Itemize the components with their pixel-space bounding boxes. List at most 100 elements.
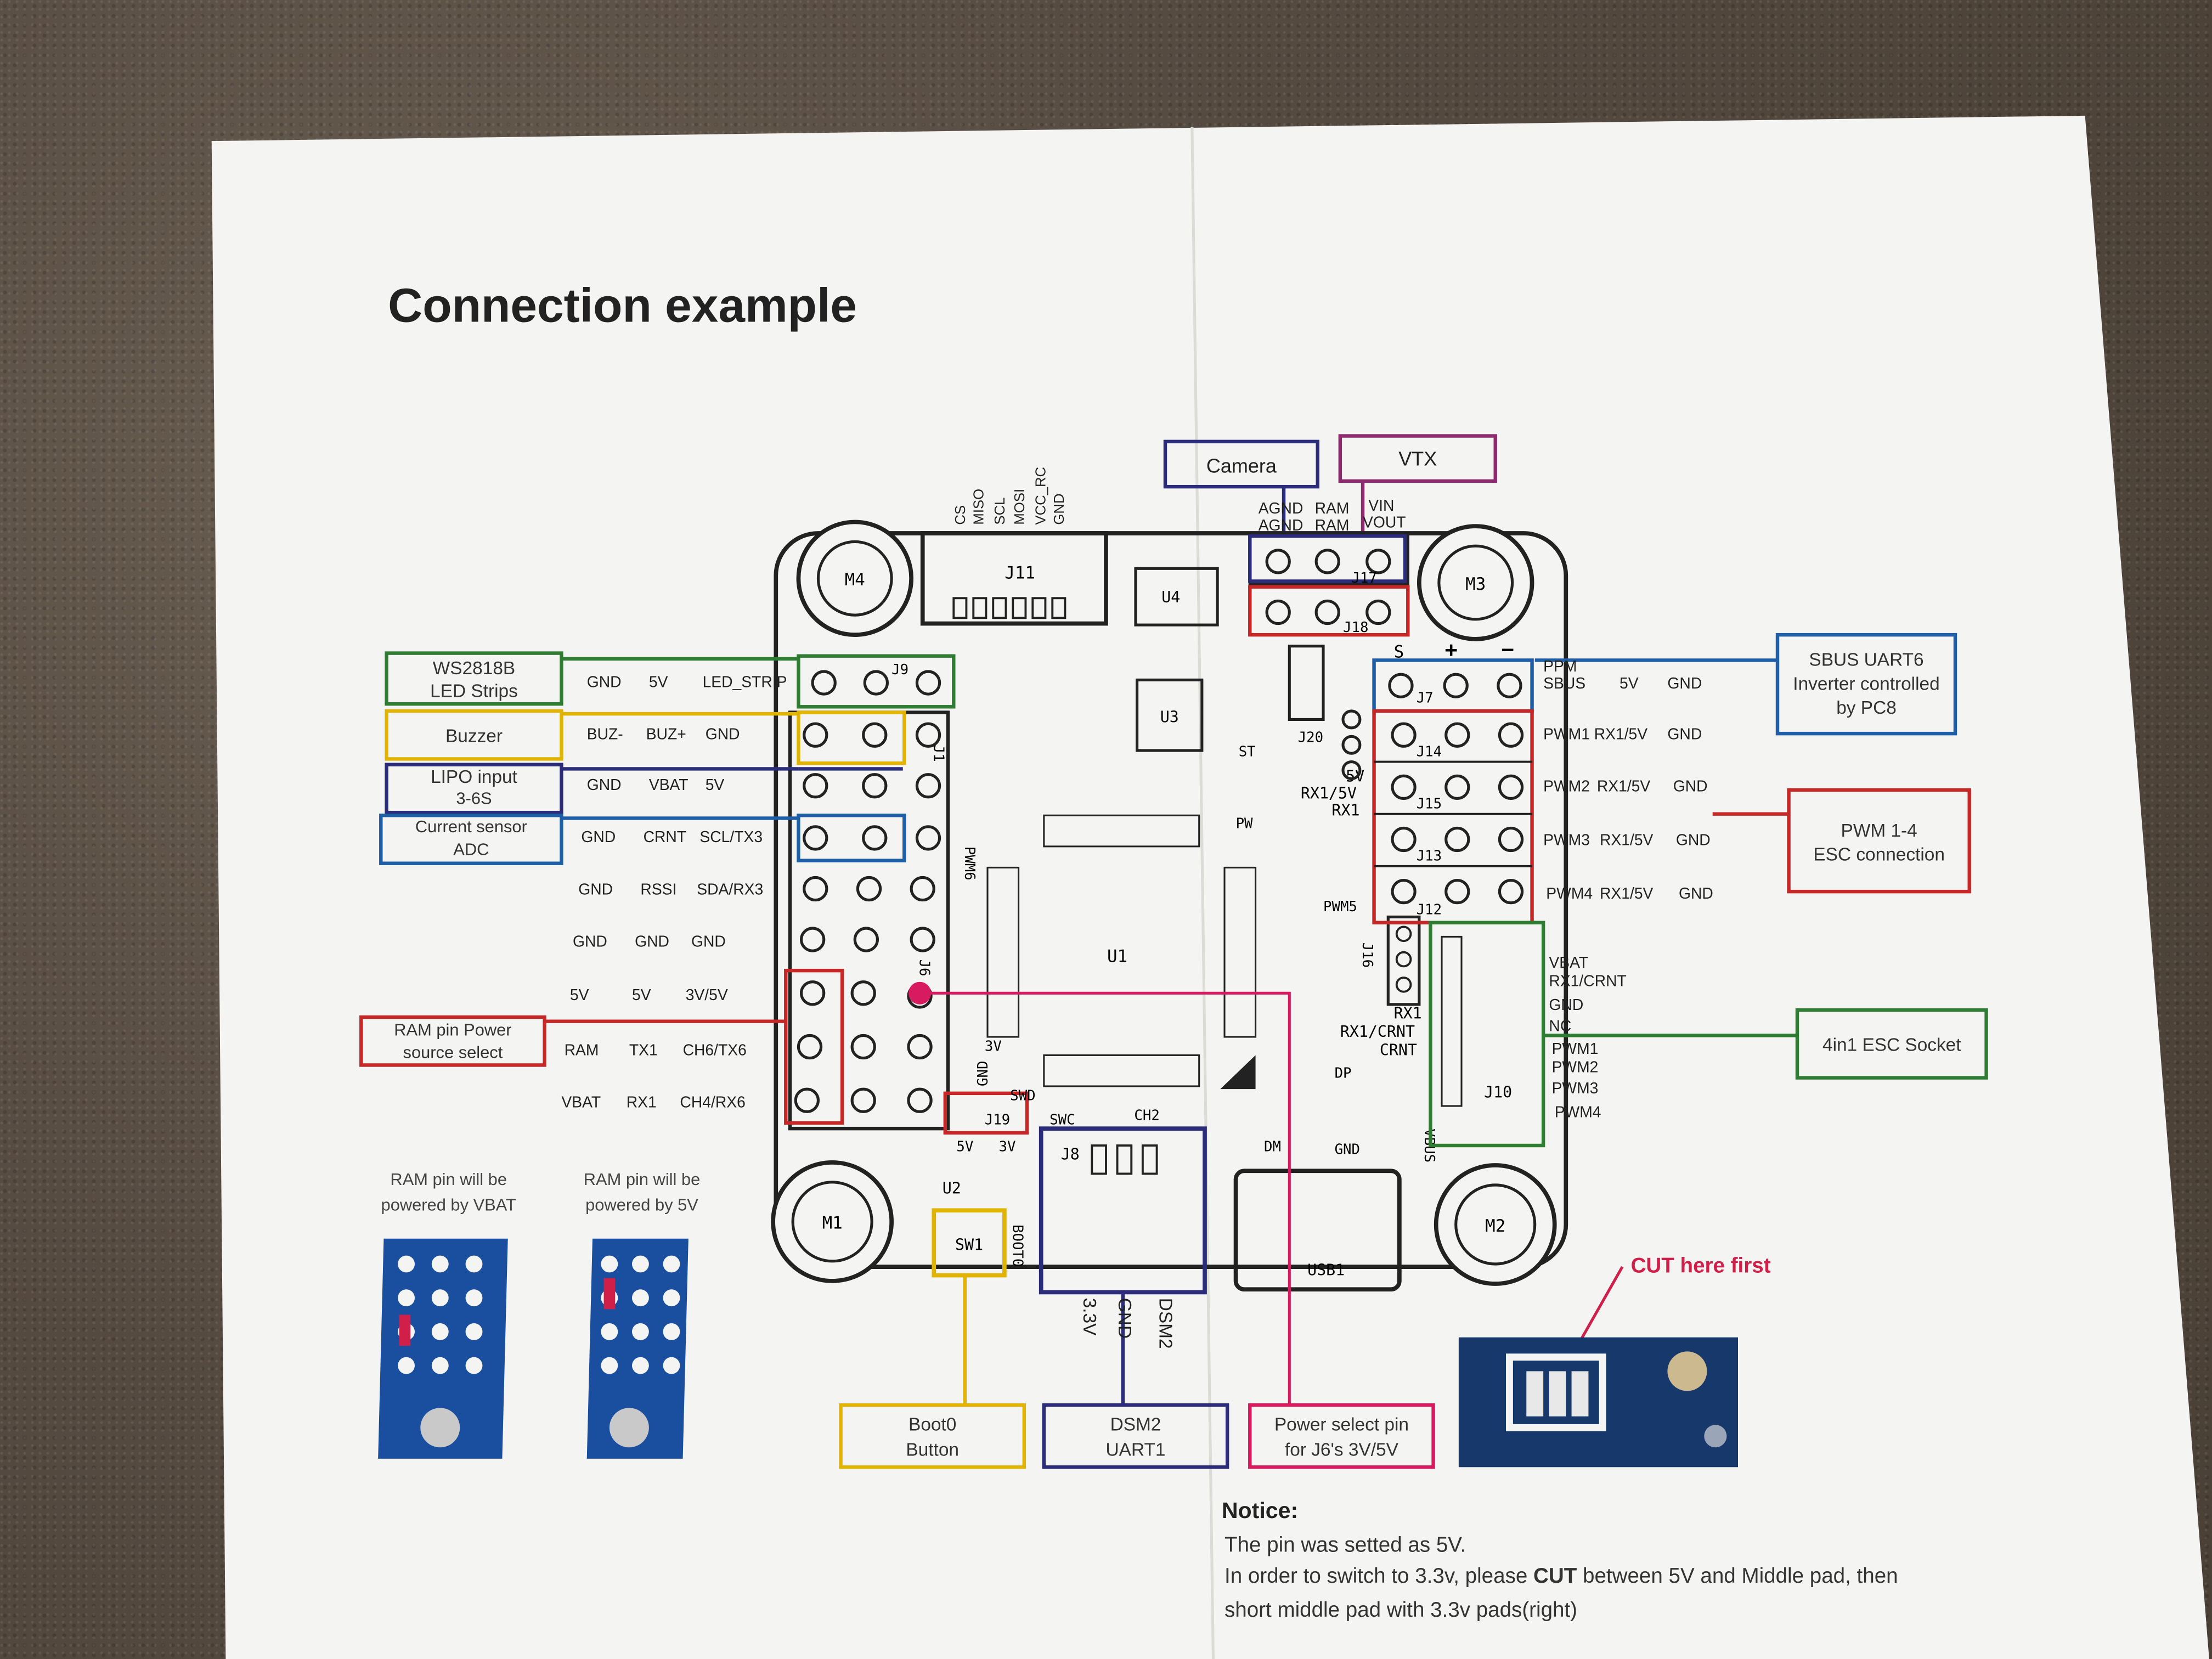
svg-text:Current sensor: Current sensor xyxy=(415,817,527,836)
left-row-9-col-2: RX1 xyxy=(627,1093,657,1111)
left-row-1-col-2: 5V xyxy=(649,673,668,690)
top-pin-scl: SCL xyxy=(992,498,1008,525)
svg-text:PWM 1-4: PWM 1-4 xyxy=(1841,821,1917,841)
right-row-5-col-3: GND xyxy=(1679,884,1713,902)
right-row-5-col-1: PWM4 xyxy=(1546,884,1593,902)
j19-pin-3v: 3V xyxy=(999,1138,1016,1155)
j7-header-plus: + xyxy=(1444,637,1458,662)
right-row-3-col-3: GND xyxy=(1673,777,1708,795)
svg-text:source select: source select xyxy=(403,1043,503,1062)
left-row-3-col-1: GND xyxy=(587,776,622,793)
motor-mount-m4 xyxy=(796,520,914,637)
callout-esc-socket: 4in1 ESC Socket xyxy=(1543,1008,1988,1080)
j8-label: J8 xyxy=(1061,1146,1080,1164)
label-dm: DM xyxy=(1264,1138,1281,1155)
j14-label: J14 xyxy=(1417,743,1442,760)
esc-pin-gnd: GND xyxy=(1549,996,1583,1013)
j19-jumper xyxy=(943,1091,1029,1135)
label-dp: DP xyxy=(1335,1065,1352,1082)
left-row-3-col-3: 5V xyxy=(706,776,725,793)
callout-pwm-esc: PWM 1-4 ESC connection xyxy=(1712,788,1971,894)
left-row-5-col-2: RSSI xyxy=(640,880,676,898)
esc-pin-pwm3: PWM3 xyxy=(1552,1079,1599,1097)
left-row-9-col-3: CH4/RX6 xyxy=(680,1093,745,1111)
u3-chip xyxy=(1136,678,1204,752)
right-row-2-col-2: RX1/5V xyxy=(1594,725,1648,742)
label-3v: 3V xyxy=(985,1039,1002,1055)
notice-block: Notice: The pin was setted as 5V. In ord… xyxy=(1222,1498,1898,1622)
left-row-5-col-1: GND xyxy=(578,880,613,898)
right-row-1-5v: 5V xyxy=(1620,674,1639,692)
right-row-2-col-1: PWM1 xyxy=(1543,725,1590,742)
left-row-1-col-3: LED_STRIP xyxy=(703,673,787,690)
svg-text:powered by VBAT: powered by VBAT xyxy=(381,1195,516,1214)
svg-text:ADC: ADC xyxy=(453,839,489,859)
label-swd: SWD xyxy=(1010,1088,1035,1104)
svg-text:UART1: UART1 xyxy=(1106,1440,1166,1460)
vtx-pin-ram-2: RAM xyxy=(1315,516,1350,534)
svg-text:RAM pin will be: RAM pin will be xyxy=(390,1170,507,1189)
svg-text:Power select pin: Power select pin xyxy=(1274,1414,1409,1435)
label-crnt: CRNT xyxy=(1380,1041,1417,1059)
svg-text:LIPO input: LIPO input xyxy=(431,767,518,787)
svg-text:Inverter controlled: Inverter controlled xyxy=(1793,674,1939,694)
label-swc: SWC xyxy=(1049,1111,1075,1128)
usb1-label: USB1 xyxy=(1307,1261,1345,1279)
label-rx1-j20: RX1 xyxy=(1331,801,1359,819)
flight-controller-board xyxy=(774,531,1568,1269)
right-row-5-col-2: RX1/5V xyxy=(1600,884,1654,902)
camera-label: Camera xyxy=(1206,454,1277,477)
left-row-2-col-1: BUZ- xyxy=(587,725,623,742)
ram-note-vbat: RAM pin will be powered by VBAT xyxy=(381,1170,516,1214)
j6-label: J6 xyxy=(916,960,933,977)
right-row-1-gnd: GND xyxy=(1667,674,1702,692)
label-gnd-usb: GND xyxy=(1335,1141,1360,1158)
right-row-4-col-1: PWM3 xyxy=(1543,831,1590,848)
callout-ram-power: RAM pin Power source select xyxy=(359,1015,786,1067)
pwm6-label: PWM6 xyxy=(961,847,978,881)
vtx-pin-agnd-1: AGND xyxy=(1259,499,1304,517)
left-row-1-col-1: GND xyxy=(587,673,622,690)
m3-label: M3 xyxy=(1465,574,1486,594)
svg-text:WS2818B: WS2818B xyxy=(433,658,515,679)
cut-pad-pcb-image xyxy=(1458,1337,1738,1468)
m1-label: M1 xyxy=(822,1214,843,1233)
paper-sheet xyxy=(211,115,2209,1659)
j17-label: J17 xyxy=(1351,570,1376,586)
usb1-port xyxy=(1233,1169,1402,1292)
right-row-3-col-2: RX1/5V xyxy=(1597,777,1651,795)
callout-lipo: LIPO input 3-6S xyxy=(385,763,799,815)
j15-label: J15 xyxy=(1417,795,1442,812)
label-st: ST xyxy=(1239,743,1256,760)
left-row-2-col-3: GND xyxy=(706,725,740,742)
motor-mount-m2 xyxy=(1434,1163,1557,1286)
callout-buzzer: Buzzer xyxy=(385,709,799,761)
svg-text:short middle pad with 3.3v pad: short middle pad with 3.3v pads(right) xyxy=(1224,1598,1577,1622)
ram-vbat-pcb-image xyxy=(378,1238,508,1459)
callout-power-select: Power select pin for J6's 3V/5V xyxy=(1248,1403,1435,1469)
dsm2-pin-dsm2: DSM2 xyxy=(1155,1298,1176,1349)
vtx-pin-vout: VOUT xyxy=(1363,514,1406,531)
svg-text:ESC connection: ESC connection xyxy=(1813,845,1945,865)
svg-text:LED Strips: LED Strips xyxy=(430,681,518,701)
svg-text:The pin was setted as 5V.: The pin was setted as 5V. xyxy=(1224,1533,1466,1557)
j16-label: J16 xyxy=(1359,943,1375,968)
u4-chip xyxy=(1134,567,1219,627)
ram-note-5v: RAM pin will be powered by 5V xyxy=(584,1170,701,1214)
j11-connector xyxy=(920,531,1108,626)
j10-label: J10 xyxy=(1484,1084,1512,1102)
vtx-pin-agnd-2: AGND xyxy=(1259,516,1304,534)
j8-connector xyxy=(1039,1126,1207,1295)
left-row-9-col-1: VBAT xyxy=(561,1093,601,1111)
label-rx1-crnt: RX1/CRNT xyxy=(1340,1023,1415,1041)
label-rx1: RX1 xyxy=(1394,1005,1422,1023)
left-row-4-col-3: SCL/TX3 xyxy=(699,828,763,845)
j7-header-minus: − xyxy=(1501,637,1514,662)
right-row-sbus: SBUS xyxy=(1543,674,1585,692)
m2-label: M2 xyxy=(1485,1216,1505,1236)
svg-text:In order to switch to 3.3v, pl: In order to switch to 3.3v, please CUT b… xyxy=(1224,1564,1898,1588)
j12-label: J12 xyxy=(1417,901,1442,918)
j9-label: J9 xyxy=(891,662,909,678)
sw1-label: SW1 xyxy=(955,1235,983,1254)
dsm2-pin-gnd: GND xyxy=(1114,1298,1135,1339)
